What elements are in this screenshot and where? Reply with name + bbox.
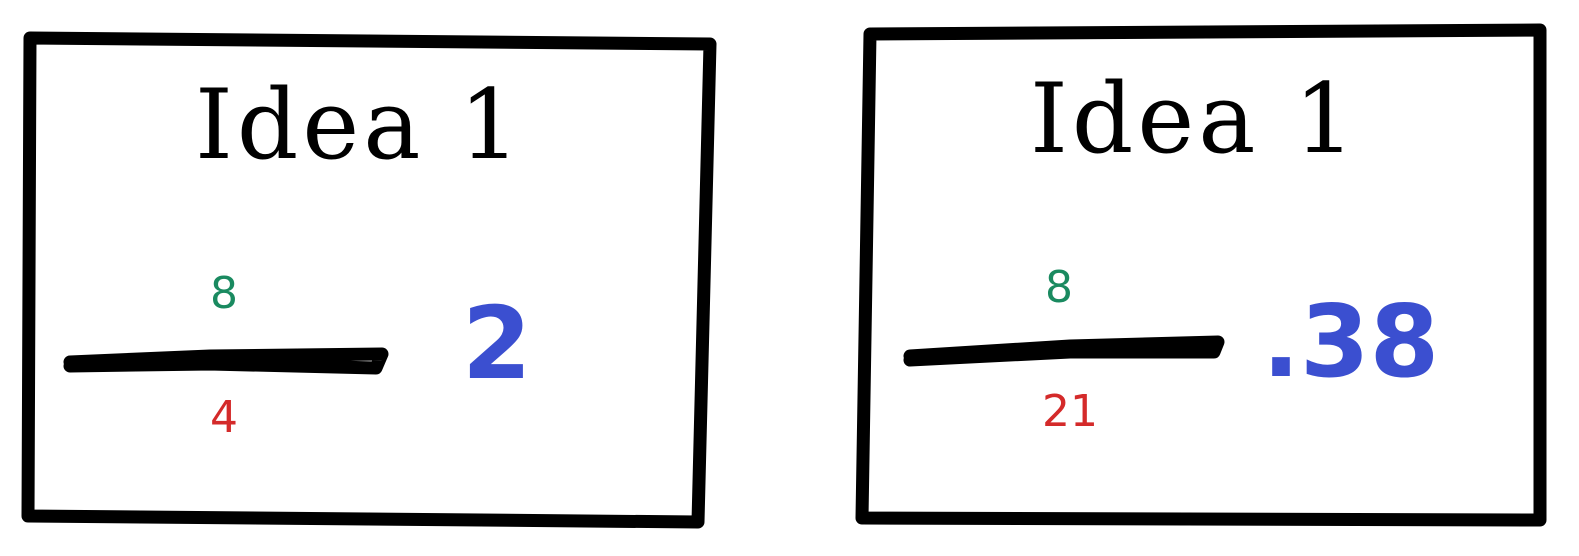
card-1-title: Idea 1 [195,69,524,181]
card-1-denominator: 4 [210,392,238,443]
card-2-title: Idea 1 [1030,63,1359,175]
idea-card-1: Idea 1 8 4 2 [21,31,717,529]
card-1-frame [21,31,717,529]
card-1-result: 2 [462,285,532,402]
card-2-denominator: 21 [1042,386,1098,437]
card-1-fraction-bar [63,347,389,375]
card-2-frame [855,23,1547,527]
card-1-numerator: 8 [210,268,238,319]
card-2-result: .38 [1262,283,1439,400]
idea-card-2: Idea 1 8 21 .38 [855,23,1547,527]
card-2-numerator: 8 [1045,262,1073,313]
card-2-fraction-bar [903,335,1225,367]
